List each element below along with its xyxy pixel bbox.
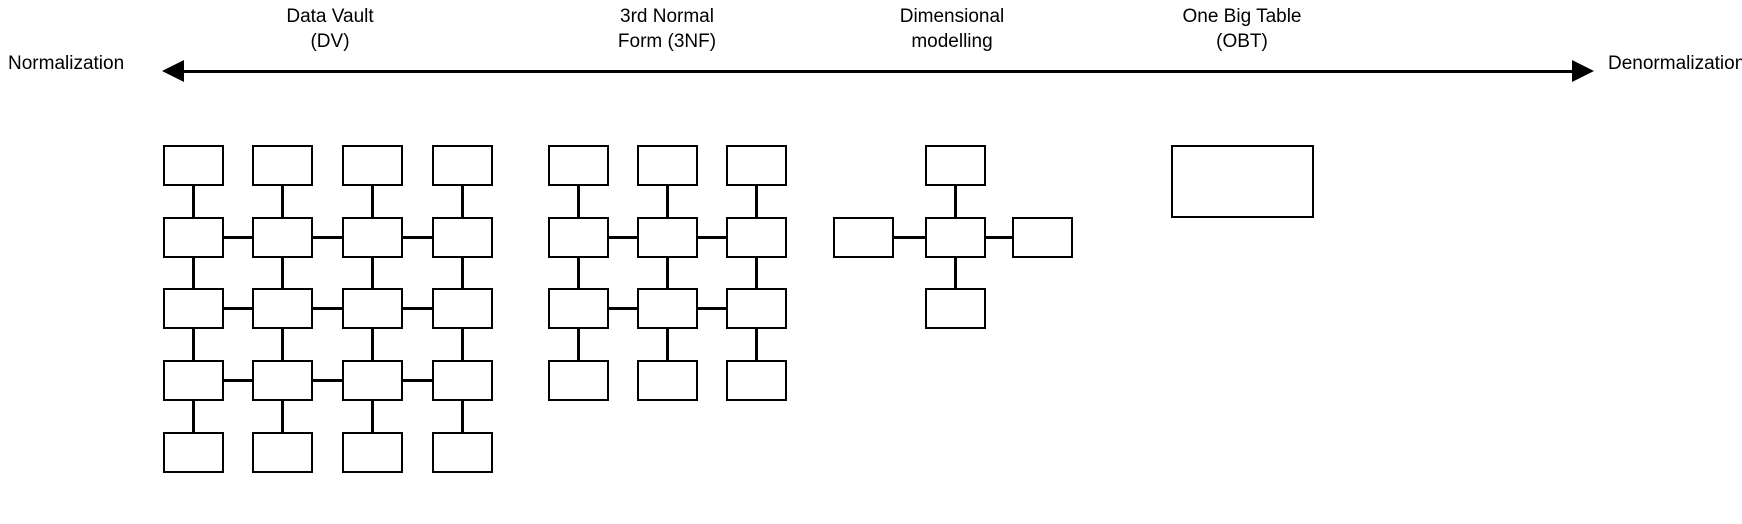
data-vault-connector-horizontal bbox=[224, 236, 252, 239]
third-normal-form-entity-box[interactable] bbox=[726, 288, 787, 329]
star-connector-left bbox=[894, 236, 925, 239]
data-vault-entity-box[interactable] bbox=[163, 360, 224, 401]
data-vault-connector-horizontal bbox=[403, 307, 432, 310]
third-normal-form-entity-box[interactable] bbox=[637, 360, 698, 401]
data-vault-entity-box[interactable] bbox=[252, 360, 313, 401]
data-vault-entity-box[interactable] bbox=[342, 432, 403, 473]
data-vault-connector-vertical bbox=[281, 258, 284, 288]
star-connector-top bbox=[954, 186, 957, 217]
data-vault-connector-horizontal bbox=[403, 236, 432, 239]
caption-line-2: modelling bbox=[911, 31, 993, 52]
third-normal-form-connector-vertical bbox=[755, 186, 758, 217]
data-vault-entity-box[interactable] bbox=[163, 217, 224, 258]
caption-line-1: One Big Table bbox=[1182, 6, 1302, 27]
data-vault-connector-vertical bbox=[281, 186, 284, 217]
third-normal-form-connector-horizontal bbox=[609, 236, 637, 239]
star-fact-table-box[interactable] bbox=[925, 217, 986, 258]
data-vault-entity-box[interactable] bbox=[252, 145, 313, 186]
data-vault-connector-vertical bbox=[461, 329, 464, 360]
axis-label-denormalization: Denormalization bbox=[1608, 53, 1742, 74]
third-normal-form-entity-box[interactable] bbox=[726, 145, 787, 186]
data-vault-entity-box[interactable] bbox=[432, 432, 493, 473]
third-normal-form-entity-box[interactable] bbox=[637, 145, 698, 186]
data-vault-connector-vertical bbox=[281, 401, 284, 432]
data-vault-entity-box[interactable] bbox=[432, 145, 493, 186]
caption-line-2: (OBT) bbox=[1216, 31, 1268, 52]
third-normal-form-connector-vertical bbox=[666, 186, 669, 217]
axis-label-normalization: Normalization bbox=[8, 53, 125, 74]
star-dim-top-box[interactable] bbox=[925, 145, 986, 186]
data-vault-entity-box[interactable] bbox=[163, 145, 224, 186]
arrow-left-icon bbox=[162, 60, 184, 82]
data-vault-entity-box[interactable] bbox=[163, 288, 224, 329]
third-normal-form-entity-box[interactable] bbox=[548, 145, 609, 186]
data-vault-connector-vertical bbox=[192, 186, 195, 217]
category-caption-data-vault: Data Vault (DV) bbox=[190, 4, 470, 54]
star-connector-bottom bbox=[954, 258, 957, 288]
caption-line-1: Dimensional bbox=[899, 6, 1005, 27]
star-dim-right-box[interactable] bbox=[1012, 217, 1073, 258]
third-normal-form-connector-vertical bbox=[577, 258, 580, 288]
caption-line-2: (DV) bbox=[310, 31, 350, 52]
data-vault-connector-horizontal bbox=[224, 379, 252, 382]
data-vault-connector-vertical bbox=[281, 329, 284, 360]
data-vault-connector-horizontal bbox=[313, 236, 342, 239]
data-vault-connector-horizontal bbox=[403, 379, 432, 382]
third-normal-form-connector-vertical bbox=[577, 329, 580, 360]
data-vault-entity-box[interactable] bbox=[432, 360, 493, 401]
third-normal-form-entity-box[interactable] bbox=[548, 360, 609, 401]
data-vault-connector-vertical bbox=[371, 329, 374, 360]
data-vault-entity-box[interactable] bbox=[342, 360, 403, 401]
third-normal-form-entity-box[interactable] bbox=[726, 360, 787, 401]
third-normal-form-entity-box[interactable] bbox=[548, 217, 609, 258]
data-vault-connector-horizontal bbox=[313, 379, 342, 382]
third-normal-form-connector-vertical bbox=[755, 329, 758, 360]
spectrum-axis-line bbox=[180, 70, 1580, 73]
third-normal-form-entity-box[interactable] bbox=[637, 288, 698, 329]
data-vault-entity-box[interactable] bbox=[342, 145, 403, 186]
arrow-right-icon bbox=[1572, 60, 1594, 82]
data-vault-connector-vertical bbox=[371, 401, 374, 432]
third-normal-form-entity-box[interactable] bbox=[726, 217, 787, 258]
data-vault-entity-box[interactable] bbox=[163, 432, 224, 473]
data-vault-entity-box[interactable] bbox=[432, 288, 493, 329]
data-vault-connector-vertical bbox=[461, 401, 464, 432]
one-big-table-box[interactable] bbox=[1171, 145, 1314, 218]
third-normal-form-connector-horizontal bbox=[698, 307, 726, 310]
third-normal-form-entity-box[interactable] bbox=[548, 288, 609, 329]
data-vault-connector-horizontal bbox=[224, 307, 252, 310]
third-normal-form-entity-box[interactable] bbox=[637, 217, 698, 258]
third-normal-form-connector-horizontal bbox=[609, 307, 637, 310]
third-normal-form-connector-vertical bbox=[666, 329, 669, 360]
data-vault-connector-vertical bbox=[461, 186, 464, 217]
star-dim-left-box[interactable] bbox=[833, 217, 894, 258]
data-vault-connector-vertical bbox=[461, 258, 464, 288]
data-vault-connector-vertical bbox=[371, 186, 374, 217]
category-caption-one-big-table: One Big Table (OBT) bbox=[1102, 4, 1382, 54]
data-vault-connector-vertical bbox=[192, 401, 195, 432]
data-vault-entity-box[interactable] bbox=[252, 217, 313, 258]
caption-line-1: Data Vault bbox=[286, 6, 374, 27]
third-normal-form-connector-vertical bbox=[755, 258, 758, 288]
data-vault-connector-horizontal bbox=[313, 307, 342, 310]
caption-line-2: Form (3NF) bbox=[617, 31, 717, 52]
data-vault-entity-box[interactable] bbox=[342, 217, 403, 258]
data-vault-entity-box[interactable] bbox=[252, 432, 313, 473]
third-normal-form-connector-vertical bbox=[666, 258, 669, 288]
data-vault-entity-box[interactable] bbox=[252, 288, 313, 329]
data-vault-entity-box[interactable] bbox=[432, 217, 493, 258]
star-dim-bottom-box[interactable] bbox=[925, 288, 986, 329]
data-vault-entity-box[interactable] bbox=[342, 288, 403, 329]
data-vault-connector-vertical bbox=[371, 258, 374, 288]
category-caption-dimensional-modelling: Dimensional modelling bbox=[812, 4, 1092, 54]
third-normal-form-connector-horizontal bbox=[698, 236, 726, 239]
data-vault-connector-vertical bbox=[192, 329, 195, 360]
caption-line-1: 3rd Normal bbox=[620, 6, 714, 27]
third-normal-form-connector-vertical bbox=[577, 186, 580, 217]
star-connector-right bbox=[986, 236, 1012, 239]
data-vault-connector-vertical bbox=[192, 258, 195, 288]
